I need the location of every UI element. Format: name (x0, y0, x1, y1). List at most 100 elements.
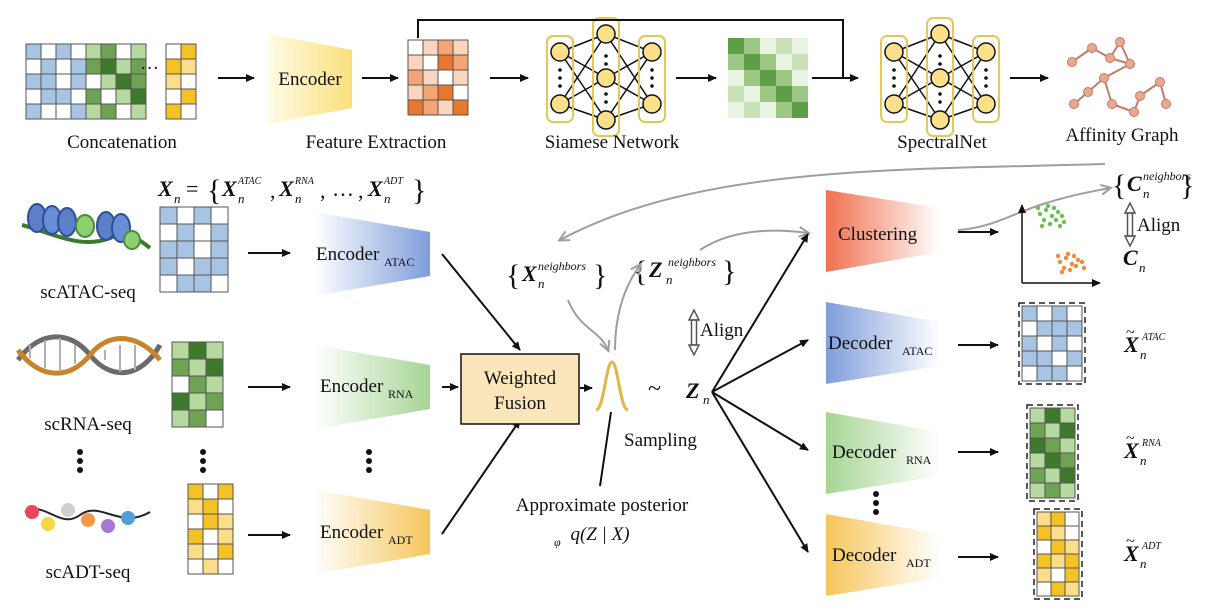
neuron (930, 68, 950, 88)
svg-text:X: X (221, 176, 238, 201)
graph-node (1155, 77, 1165, 87)
concat-adt-matrix (165, 43, 197, 120)
svg-text:X: X (521, 261, 538, 286)
matrix-cell (407, 99, 424, 116)
matrix-cell (452, 39, 469, 56)
decoder-rna-label: Decoder (832, 442, 897, 463)
cluster-point-green (1059, 213, 1065, 219)
svg-text:}: } (722, 255, 736, 288)
reconstructed-matrices (1018, 302, 1086, 600)
encoder-rna-shape (314, 345, 430, 429)
curve-distribution-to-z-neighbors (614, 265, 640, 351)
decoder-rna-shape (826, 412, 940, 494)
matrix-cell (210, 206, 229, 225)
matrix-cell (422, 99, 439, 116)
c-neighbors-set: { C n neighbors } (1112, 169, 1194, 202)
matrix-cell (1021, 320, 1038, 337)
arrow-zn-to-clustering (711, 233, 809, 393)
recon-adt (1033, 508, 1083, 600)
matrix-cell (55, 73, 72, 90)
matrix-cell (1059, 437, 1076, 454)
decoder-atac-label: Decoder (828, 333, 893, 354)
encoder-top-shape (268, 34, 352, 124)
matrix-cell (202, 558, 219, 575)
svg-text:X: X (1123, 438, 1140, 463)
graph-node (1125, 59, 1135, 69)
similarity-cell (760, 70, 776, 86)
matrix-cell (407, 39, 424, 56)
similarity-cell (744, 38, 760, 54)
cluster-point-orange (1067, 267, 1073, 273)
matrix-cell (1050, 539, 1066, 555)
graph-node (1083, 87, 1093, 97)
matrix-cell (205, 375, 224, 394)
neuron (642, 94, 662, 114)
cn-symbol: C (1123, 245, 1138, 270)
similarity-cell (792, 38, 808, 54)
concat-ellipsis: ··· (140, 58, 159, 79)
weighted-fusion-box (460, 353, 580, 425)
decoder-adt-shape (826, 514, 940, 596)
matrix-cell (1051, 335, 1068, 352)
layer-frame (638, 35, 666, 123)
similarity-cell (744, 70, 760, 86)
affinity-graph-icon (1067, 37, 1171, 117)
similarity-cell (728, 70, 744, 86)
matrix-cell (437, 69, 454, 86)
siamese-network-label: Siamese Network (545, 132, 680, 153)
x-tilde-atac: X ~ n ATAC (1123, 324, 1166, 362)
cluster-point-orange (1065, 251, 1071, 257)
formula-sup-adt: ADT (383, 176, 404, 187)
x-tilde-rna: X ~ n RNA (1123, 430, 1162, 468)
matrix-cell (165, 103, 182, 120)
matrix-cell (188, 392, 207, 411)
matrix-cell (70, 73, 87, 90)
matrix-cell (70, 88, 87, 105)
matrix-cell (437, 84, 454, 101)
concat-atac-matrix (25, 43, 87, 120)
neuron (550, 42, 570, 62)
similarity-cell (728, 54, 744, 70)
svg-text:X: X (367, 176, 384, 201)
matrix-cell (1066, 305, 1083, 322)
approximate-posterior-label: Approximate posterior (516, 495, 689, 516)
matrix-cell (25, 88, 42, 105)
matrix-cell (171, 341, 190, 360)
matrix-cell (1021, 305, 1038, 322)
cluster-point-green (1061, 219, 1067, 225)
cluster-point-green (1057, 223, 1063, 229)
matrix-cell (100, 43, 117, 60)
similarity-cells (728, 38, 808, 118)
cluster-point-green (1039, 223, 1045, 229)
matrix-cell (1051, 305, 1068, 322)
svg-text:n: n (1143, 186, 1150, 201)
similarity-cell (760, 86, 776, 102)
matrix-cell (205, 409, 224, 428)
gaussian-distribution-icon (594, 360, 630, 412)
curve-x-neighbors-to-distribution (567, 299, 608, 350)
align-label-latent: Align (700, 320, 744, 341)
matrix-cell (1050, 553, 1066, 569)
matrix-cell (1066, 335, 1083, 352)
cn-sub: n (1139, 260, 1146, 275)
matrix-cell (1044, 407, 1061, 424)
neuron (550, 94, 570, 114)
graph-node (1105, 53, 1115, 63)
cluster-point-green (1041, 217, 1047, 223)
matrix-cell (1059, 422, 1076, 439)
matrix-cell (210, 223, 229, 242)
neuron (642, 42, 662, 62)
layer-frame (926, 17, 954, 137)
formula-x-sub: n (174, 191, 181, 206)
decoder-atac-shape (826, 302, 940, 384)
modality-label-rna: scRNA-seq (44, 414, 132, 435)
vertical-ellipsis-decoders (873, 491, 879, 515)
arrow-zn-to-decoder-atac (711, 339, 809, 393)
matrix-cell (1059, 452, 1076, 469)
posterior-formula: q(Z | X) (570, 524, 629, 545)
matrix-cell (1036, 335, 1053, 352)
matrix-cell (176, 274, 195, 293)
matrix-rna (171, 341, 224, 428)
formula-dots: … (332, 176, 354, 201)
matrix-cell (1064, 581, 1080, 597)
